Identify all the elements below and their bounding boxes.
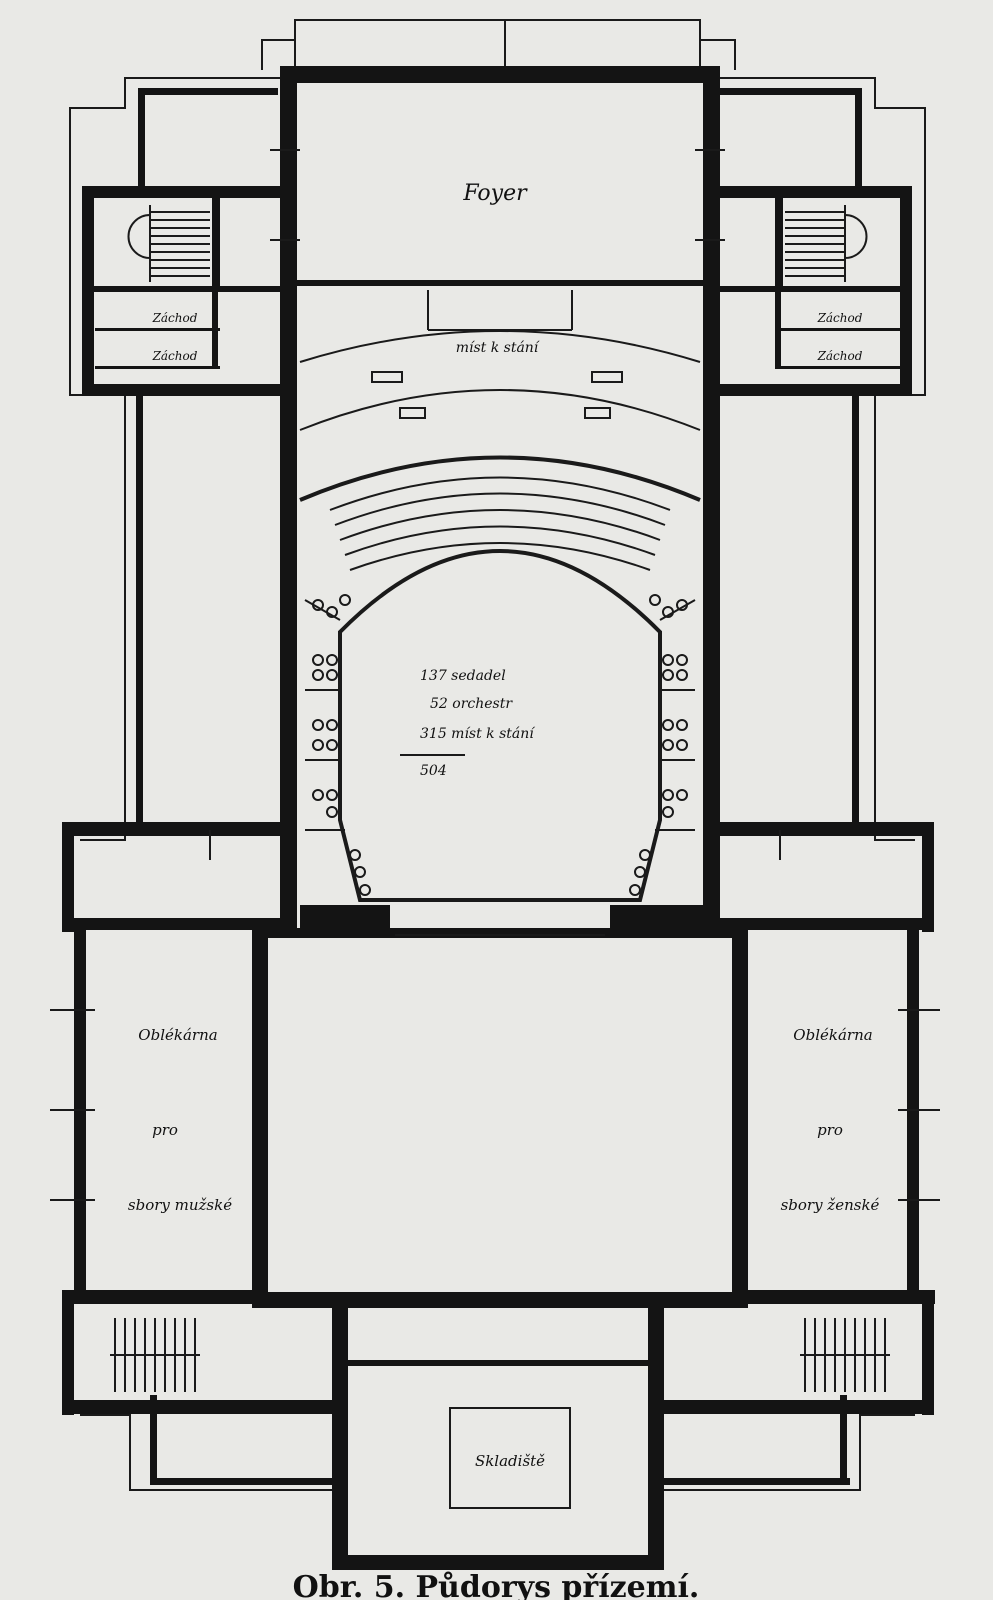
capacity-orchestra: 52 orchestr: [430, 696, 513, 712]
label-dressing-left-1: Oblékárna: [138, 1026, 217, 1044]
right-stairs-upper: [785, 205, 846, 282]
figure-caption: Obr. 5. Půdorys přízemí.: [293, 1570, 700, 1600]
capacity-standing: 315 míst k stání: [420, 726, 535, 742]
lower-right-stairs: [800, 1318, 890, 1392]
label-dressing-right-2: pro: [817, 1121, 843, 1139]
label-storage: Skladiště: [475, 1452, 545, 1470]
label-dressing-left-3: sbory mužské: [128, 1196, 232, 1214]
capacity-seats: 137 sedadel: [420, 668, 506, 684]
label-dressing-right-3: sbory ženské: [781, 1196, 880, 1214]
light-walls: [136, 88, 862, 1485]
right-wing: [712, 186, 912, 396]
lower-left-stairs: [110, 1318, 200, 1392]
left-stair-curve: [127, 214, 151, 259]
left-stairs-upper: [149, 205, 210, 282]
auditorium: [299, 290, 705, 936]
label-standing-top: míst k stání: [456, 340, 540, 356]
storage-box: [449, 1407, 571, 1509]
right-stair-curve: [844, 214, 868, 259]
middle-cross-wing: [62, 822, 934, 932]
lower-wings: [62, 1290, 934, 1415]
label-foyer: Foyer: [462, 181, 528, 206]
label-dressing-right-1: Oblékárna: [793, 1026, 872, 1044]
left-wing: [82, 186, 282, 396]
label-wc-left-2: Záchod: [152, 349, 198, 363]
capacity-total: 504: [420, 763, 447, 779]
dressing-room-walls: [62, 930, 935, 1304]
box-seats: [312, 594, 688, 896]
window-marks: [50, 149, 940, 1201]
label-wc-right-2: Záchod: [817, 349, 863, 363]
main-walls: [252, 66, 748, 1570]
label-wc-right-1: Záchod: [817, 311, 863, 325]
label-wc-left-1: Záchod: [152, 311, 198, 325]
label-dressing-left-2: pro: [152, 1121, 178, 1139]
